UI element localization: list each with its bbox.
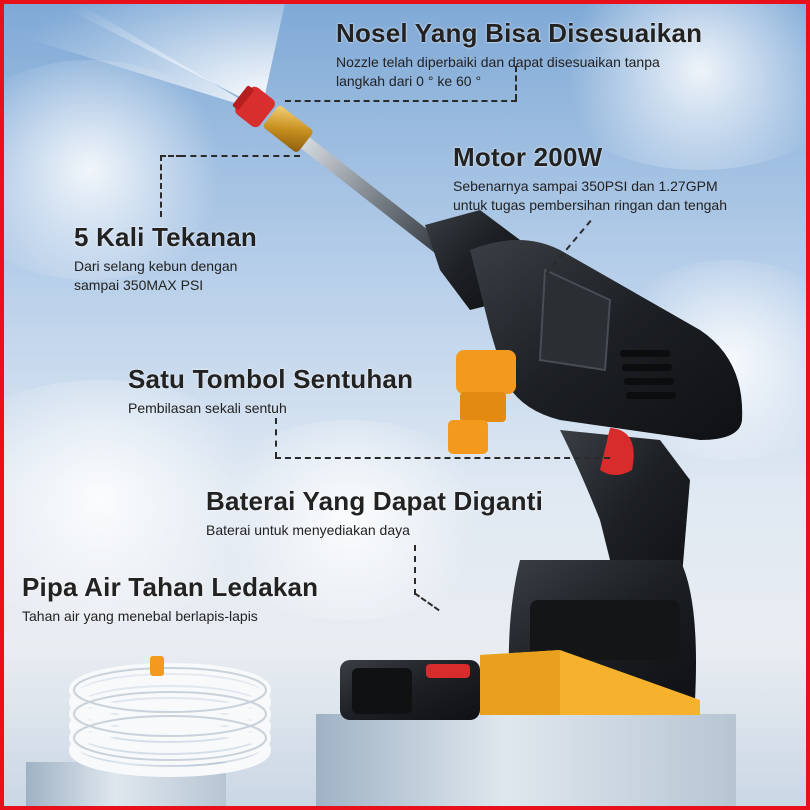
- feature-title: Satu Tombol Sentuhan: [128, 364, 414, 394]
- feature-battery: Baterai Yang Dapat Diganti Baterai untuk…: [206, 486, 543, 540]
- feature-desc-line: Baterai untuk menyediakan daya: [206, 522, 410, 538]
- feature-desc-line: Nozzle telah diperbaiki dan dapat disesu…: [336, 54, 660, 70]
- feature-desc-line: Dari selang kebun dengan: [74, 258, 238, 274]
- cloud: [200, 420, 500, 620]
- feature-one-touch: Satu Tombol Sentuhan Pembilasan sekali s…: [128, 364, 413, 418]
- hose-connector-small: [150, 656, 164, 676]
- feature-desc-line: langkah dari 0 ° ke 60 °: [336, 73, 482, 89]
- spare-battery: [340, 660, 480, 720]
- gun-handle: [560, 430, 690, 600]
- hose-connector: [448, 350, 516, 454]
- trigger: [600, 428, 634, 475]
- feature-title: Motor 200W: [453, 142, 603, 172]
- callout-line: [285, 100, 517, 102]
- motor-vents: [620, 350, 676, 399]
- callout-line: [515, 66, 517, 100]
- nozzle: [232, 85, 275, 128]
- feature-nozzle: Nosel Yang Bisa Disesuaikan Nozzle telah…: [336, 18, 702, 91]
- callout-line: [275, 418, 277, 458]
- cloud: [0, 60, 240, 280]
- feature-desc-line: Pembilasan sekali sentuh: [128, 400, 287, 416]
- feature-desc-line: untuk tugas pembersihan ringan dan tenga…: [453, 197, 727, 213]
- spray-lance: [298, 135, 453, 260]
- callout-line: [180, 155, 300, 157]
- feature-title: 5 Kali Tekanan: [74, 222, 257, 252]
- coiled-hose: [69, 663, 271, 777]
- pedestal-right: [316, 714, 736, 810]
- motor-panel: [538, 268, 612, 372]
- feature-motor: Motor 200W Sebenarnya sampai 350PSI dan …: [453, 142, 727, 215]
- callout-line: [275, 457, 610, 459]
- callout-line: [414, 545, 416, 595]
- callout-line: [160, 155, 182, 217]
- feature-pressure: 5 Kali Tekanan Dari selang kebun dengan …: [74, 222, 257, 295]
- feature-desc-line: Tahan air yang menebal berlapis-lapis: [22, 608, 258, 624]
- feature-title: Nosel Yang Bisa Disesuaikan: [336, 18, 703, 48]
- feature-desc-line: Sebenarnya sampai 350PSI dan 1.27GPM: [453, 178, 718, 194]
- feature-hose: Pipa Air Tahan Ledakan Tahan air yang me…: [22, 572, 318, 626]
- feature-title: Baterai Yang Dapat Diganti: [206, 486, 544, 516]
- feature-title: Pipa Air Tahan Ledakan: [22, 572, 319, 602]
- brass-coupler: [263, 106, 313, 152]
- feature-desc-line: sampai 350MAX PSI: [74, 277, 204, 293]
